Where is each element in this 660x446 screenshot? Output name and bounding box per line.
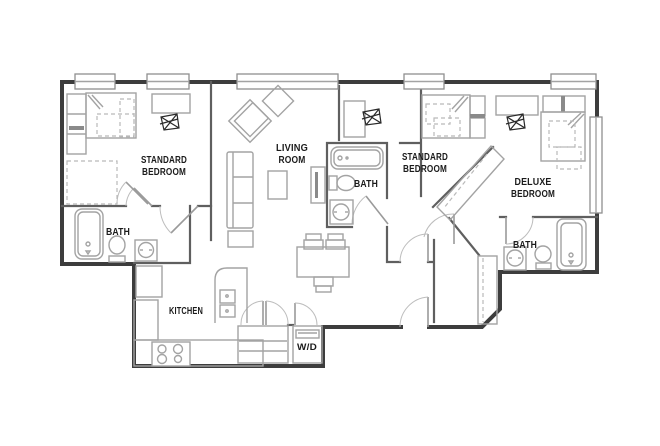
door-closet-b — [265, 300, 289, 326]
bath-left-fixtures — [74, 208, 158, 263]
living-room-furniture — [226, 84, 326, 248]
door-bath-right — [505, 216, 534, 245]
washer-dryer — [292, 325, 323, 364]
sink — [134, 239, 158, 262]
dining-chair — [325, 233, 346, 250]
toilet — [108, 235, 126, 263]
bathtub — [74, 208, 104, 260]
tv-icon — [315, 172, 318, 198]
bathtub — [556, 218, 587, 271]
door-bedroom-left — [159, 205, 199, 234]
kitchen-fixtures — [133, 265, 264, 367]
room-label-bath-left: BATH — [106, 227, 130, 238]
windows — [74, 73, 603, 214]
angled-desk — [436, 144, 505, 222]
bedroom-left-furniture — [66, 92, 191, 205]
window — [236, 73, 339, 90]
door-laundry — [294, 302, 318, 326]
desk-chair-icon — [159, 113, 180, 131]
shelf-headboard — [66, 93, 87, 155]
room-label-living-room: LIVING — [276, 143, 308, 154]
window — [146, 73, 190, 90]
room-labels: STANDARD BEDROOM LIVING ROOM BATH STANDA… — [106, 143, 555, 352]
room-label-standard-bedroom-middle: STANDARD — [402, 152, 448, 163]
room-label-deluxe-bedroom: DELUXE — [515, 177, 552, 188]
window — [74, 73, 116, 90]
desk — [495, 95, 539, 116]
shelf-headboard — [469, 95, 486, 117]
desk — [343, 100, 366, 138]
closet — [66, 160, 118, 205]
stove — [151, 341, 191, 367]
storage-closet — [237, 325, 289, 364]
bedroom-middle-furniture — [421, 94, 505, 222]
sofa — [226, 151, 254, 229]
dining-set — [296, 233, 350, 293]
room-label-deluxe-bedroom: BEDROOM — [511, 189, 555, 200]
door-bath-middle — [351, 195, 389, 225]
room-label-laundry: W/D — [297, 342, 317, 352]
door-bedroom-middle — [423, 213, 455, 244]
coffee-table — [267, 170, 288, 200]
window — [550, 73, 597, 90]
tv-stand — [310, 166, 326, 204]
toilet — [328, 174, 356, 192]
bed — [421, 94, 471, 139]
bathtub — [330, 146, 384, 170]
window — [589, 116, 603, 214]
bedroom-deluxe-furniture — [477, 95, 586, 325]
counter — [133, 339, 264, 367]
toilet — [534, 245, 552, 270]
door-hall — [399, 233, 429, 263]
room-label-standard-bedroom-middle: BEDROOM — [403, 164, 447, 175]
desk — [151, 93, 191, 114]
study-nook-furniture — [343, 100, 382, 138]
armchair — [227, 98, 273, 144]
counter — [133, 299, 159, 341]
peninsula-counter — [214, 267, 248, 323]
side-table — [227, 230, 254, 248]
desk-chair-icon — [361, 108, 382, 126]
dining-chair — [313, 276, 334, 293]
room-label-bath-middle: BATH — [354, 179, 378, 190]
dining-chair — [303, 233, 324, 250]
fridge — [135, 265, 163, 298]
bed — [540, 111, 586, 162]
room-label-standard-bedroom-left: BEDROOM — [142, 167, 186, 178]
door-closet-left — [116, 181, 149, 205]
window — [403, 73, 445, 90]
dining-table — [296, 246, 350, 278]
closet — [477, 255, 498, 325]
bath-middle-fixtures — [328, 146, 384, 225]
room-label-living-room: ROOM — [279, 155, 306, 166]
kitchen-sink — [219, 289, 236, 318]
room-label-kitchen: KITCHEN — [169, 306, 203, 317]
door-closet-a — [240, 300, 264, 326]
ottoman — [261, 84, 295, 118]
door-entry — [399, 296, 429, 328]
desk-chair-icon — [505, 113, 526, 131]
bath-right-fixtures — [503, 218, 587, 271]
sink — [503, 246, 527, 271]
sink — [329, 199, 354, 225]
room-label-standard-bedroom-left: STANDARD — [141, 155, 187, 166]
bed — [85, 92, 137, 139]
room-label-bath-right: BATH — [513, 240, 537, 251]
